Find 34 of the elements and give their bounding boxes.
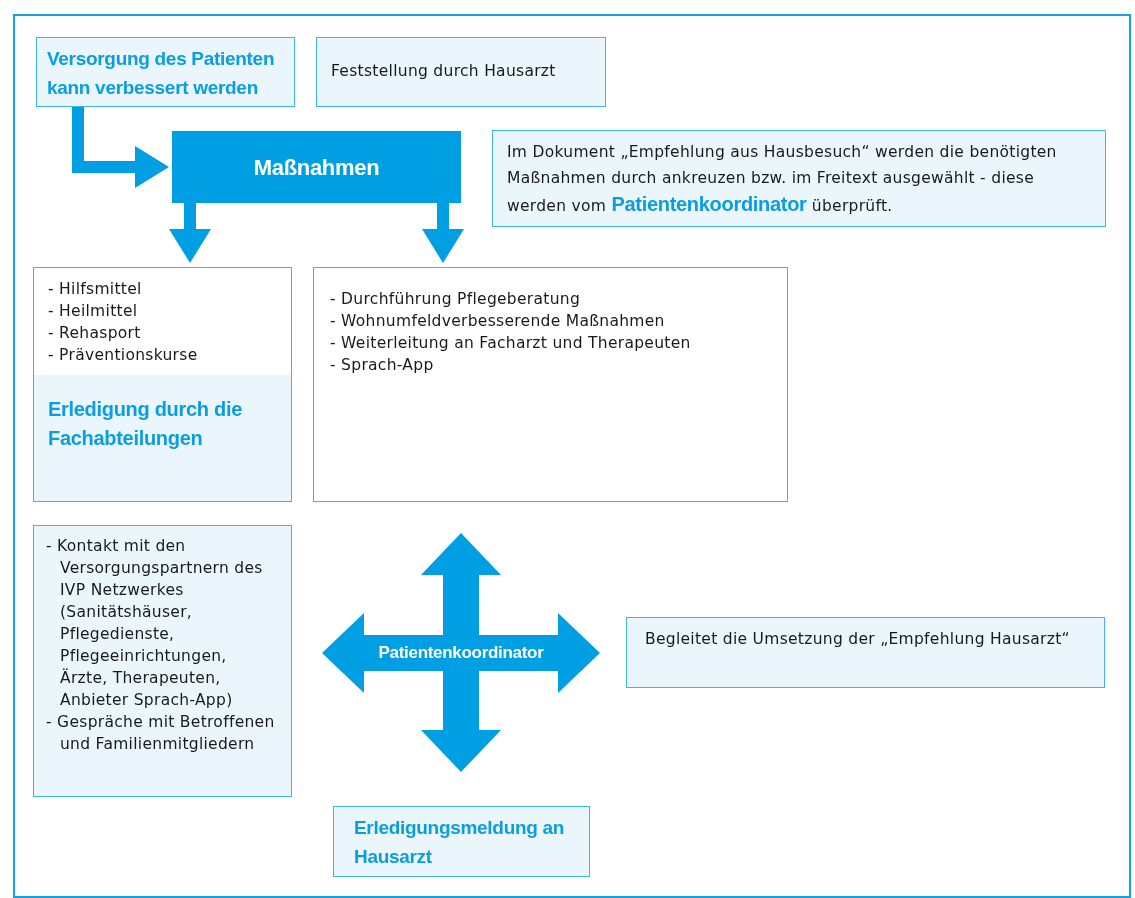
note-box	[492, 130, 1106, 227]
arrow	[556, 613, 600, 693]
box-title: Erledigungsmeldung an Hausarzt	[354, 816, 566, 869]
heading-box	[36, 37, 295, 107]
box-title: Erledigung durch die Fachabteilungen	[48, 397, 243, 451]
list-box	[33, 267, 292, 502]
arrow	[169, 203, 211, 263]
list-box	[313, 267, 788, 502]
box-title: Maßnahmen	[253, 153, 380, 182]
arrow	[72, 107, 169, 188]
heading-box	[333, 806, 590, 877]
list-item: - Hilfsmittel	[48, 279, 143, 300]
arrow	[421, 533, 501, 635]
list-item: - Weiterleitung an Facharzt und Therapeuten	[330, 333, 692, 354]
bar-label: Patientenkoordinator	[377, 642, 545, 664]
list-item: - Sprach-App	[330, 355, 435, 376]
process-box	[172, 131, 461, 203]
list-item: - Kontakt mit den Versorgungspartnern des IVP Netzwerkes (Sanitätshäuser, Pflegedienste, Pflegeeinrichtungen, Ärzte, Therapeuten, Anbieter Sprach-App)	[46, 536, 264, 711]
box-text: Begleitet die Umsetzung der „Empfehlung Hausarzt“	[645, 629, 1071, 650]
box-text: Feststellung durch Hausarzt	[331, 61, 557, 82]
list-box	[33, 525, 292, 797]
list-item: - Wohnumfeldverbesserende Maßnahmen	[330, 311, 666, 332]
box-text: Im Dokument „Empfehlung aus Hausbesuch“ werden die benötigten Maßnahmen durch ankreuzen bzw. im Freitext ausgewählt - diese werden vom Patientenkoordinator überprüft.	[507, 142, 1058, 217]
process-box	[316, 37, 606, 107]
arrow	[422, 203, 464, 263]
note-box	[626, 617, 1105, 688]
list-item: - Heilmittel	[48, 301, 139, 322]
arrow	[421, 671, 501, 772]
list-item: - Durchführung Pflegeberatung	[330, 289, 582, 310]
list-item: - Präventionskurse	[48, 345, 199, 366]
arrow	[322, 613, 366, 693]
box-title: Versorgung des Patienten kann verbessert werden	[47, 47, 276, 100]
list-item: - Rehasport	[48, 323, 142, 344]
list-item: - Gespräche mit Betroffenen und Familienmitgliedern	[46, 712, 276, 755]
